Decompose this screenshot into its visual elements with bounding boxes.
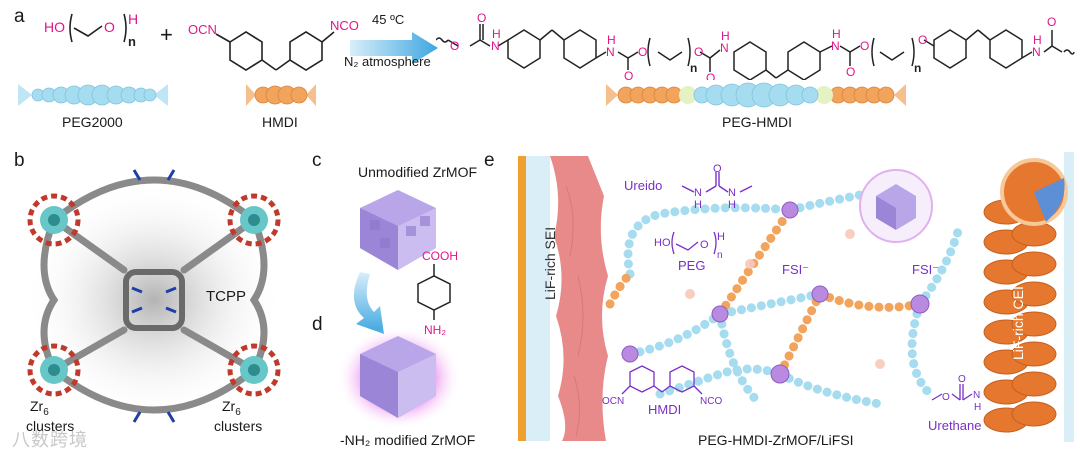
clusters-right-label: clusters — [214, 418, 262, 434]
product-o-1: O — [450, 39, 459, 53]
peg-e-n: n — [717, 250, 723, 261]
zr6-right-label: Zr6 — [222, 398, 241, 418]
urethane-label: Urethane — [928, 418, 981, 433]
zr-right-text: Zr — [222, 398, 235, 414]
product-o-8: O — [860, 39, 869, 53]
peg-ho-text: HO — [44, 19, 65, 35]
product-n-2: N — [606, 45, 615, 59]
zr-left-sub: 6 — [43, 407, 49, 418]
hmdi-ocn-text: OCN — [188, 22, 217, 37]
mof-framework — [14, 160, 304, 450]
hmdi-structure: OCN NCO — [188, 4, 368, 84]
watermark: 八数跨境 — [12, 426, 88, 452]
hmdi-bead-chain — [246, 80, 316, 110]
product-h-1: H — [492, 27, 501, 41]
product-o-2: O — [477, 11, 486, 25]
panel-a-label: a — [14, 6, 25, 28]
peg-structure: HO O H n — [42, 6, 162, 56]
modified-mof-crystal — [334, 322, 464, 432]
peg-caption: PEG2000 — [62, 114, 123, 130]
panel-d-label: d — [312, 314, 323, 336]
reaction-atmosphere: N₂ atmosphere — [344, 54, 431, 69]
product-n-1: N — [491, 39, 500, 53]
peg-e-label: PEG — [678, 258, 705, 273]
hmdi-e-nco: NCO — [700, 396, 722, 407]
peg-e-ho: HO — [654, 237, 671, 249]
product-n-5: N — [1032, 45, 1041, 59]
ureido-h2: H — [728, 199, 736, 210]
zr-right-sub: 6 — [235, 407, 241, 418]
product-h-4: H — [832, 27, 841, 41]
panel-e-label: e — [484, 150, 495, 172]
hmdi-structure-e: OCN NCO — [602, 362, 722, 432]
fsi-label-1: FSI⁻ — [782, 262, 809, 278]
sei-label: LiF-rich SEI — [542, 227, 558, 300]
product-o-5: O — [694, 45, 703, 59]
peg-e-h: H — [717, 231, 725, 243]
tcpp-label: TCPP — [206, 288, 246, 305]
zr6-left-label: Zr6 — [30, 398, 49, 418]
panel-c-label: c — [312, 150, 322, 172]
modified-zrmof-caption: -NH₂ modified ZrMOF — [340, 432, 475, 448]
product-n-sub-2: n — [914, 61, 921, 75]
product-n-4: N — [831, 39, 840, 53]
plus-sign: + — [160, 22, 173, 48]
ureido-n1: N — [694, 187, 702, 199]
peg-o-text: O — [104, 19, 115, 35]
urethane-o2: O — [958, 374, 966, 385]
ureido-label: Ureido — [624, 178, 662, 193]
ureido-o: O — [713, 164, 722, 175]
mof-zoom-inset — [856, 166, 936, 246]
cooh-text: COOH — [422, 249, 458, 263]
cei-label: LiF-rich CEI — [1010, 286, 1026, 360]
peg-h-text: H — [128, 11, 138, 27]
product-n-3: N — [720, 41, 729, 55]
reaction-temp: 45 ºC — [372, 12, 404, 27]
product-o-4: O — [638, 45, 647, 59]
peg-hmdi-bead-chain — [606, 78, 906, 112]
cathode-cei-layer — [976, 152, 1076, 442]
hmdi-e-ocn: OCN — [602, 396, 624, 407]
ureido-h1: H — [694, 199, 702, 210]
peg-n-text: n — [128, 34, 136, 49]
product-h-5: H — [1033, 33, 1042, 47]
product-o-7: O — [846, 65, 855, 79]
peg-hmdi-structure: O O N H N H O O O O N H N H O O O N H O … — [436, 0, 1076, 80]
peg-e-o: O — [700, 239, 709, 251]
zr-left-text: Zr — [30, 398, 43, 414]
hmdi-e-label: HMDI — [648, 402, 681, 417]
ureido-structure: O NH NH — [680, 164, 760, 210]
product-o-10: O — [1047, 15, 1056, 29]
product-n-sub-1: n — [690, 61, 697, 75]
hmdi-caption: HMDI — [262, 114, 298, 130]
peg-bead-chain — [18, 80, 168, 110]
ureido-n2: N — [728, 187, 736, 199]
product-o-9: O — [918, 33, 927, 47]
product-caption: PEG-HMDI — [722, 114, 792, 130]
urethane-o1: O — [942, 392, 950, 403]
fsi-label-2: FSI⁻ — [912, 262, 939, 278]
product-h-2: H — [607, 33, 616, 47]
panel-e-caption: PEG-HMDI-ZrMOF/LiFSI — [698, 432, 854, 448]
product-h-3: H — [721, 29, 730, 43]
unmodified-zrmof-caption: Unmodified ZrMOF — [358, 164, 477, 180]
